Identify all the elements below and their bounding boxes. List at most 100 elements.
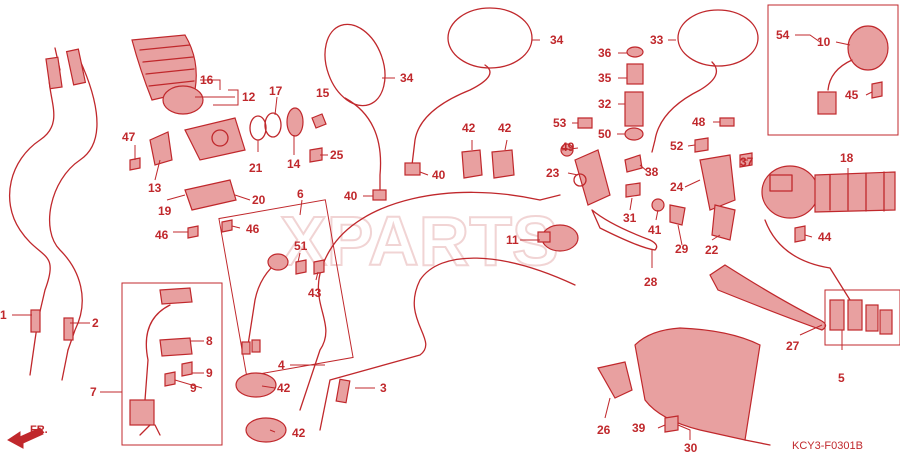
right-switch-housing[interactable]	[761, 165, 819, 219]
callout-26: 26	[597, 423, 611, 437]
screw-38[interactable]	[624, 154, 643, 173]
sleeve-32[interactable]	[624, 91, 644, 127]
callout-6: 6	[297, 187, 304, 201]
callout-30: 30	[684, 441, 698, 455]
box-7	[121, 282, 223, 446]
screw-9b[interactable]	[164, 371, 176, 387]
clutch-lever[interactable]	[591, 209, 658, 251]
left-grip-18[interactable]	[814, 171, 896, 213]
leader-lines	[12, 34, 873, 440]
callout-31: 31	[623, 211, 637, 225]
throttle-housing-lower[interactable]	[184, 179, 237, 211]
callout-7: 7	[90, 385, 97, 399]
callout-14: 14	[287, 157, 301, 171]
mirror-left[interactable]	[314, 16, 395, 201]
bolt-53[interactable]	[577, 117, 593, 129]
box-6	[218, 199, 354, 377]
callout-42c: 42	[277, 381, 291, 395]
nut-50[interactable]	[624, 127, 644, 141]
switch-7-assembly[interactable]	[129, 287, 193, 436]
callout-54: 54	[776, 28, 790, 42]
callout-39: 39	[632, 421, 646, 435]
switch-harness-5[interactable]	[764, 219, 893, 335]
switch-51-assembly[interactable]	[241, 253, 289, 355]
screw-52[interactable]	[694, 137, 709, 153]
cable-guide-13[interactable]	[149, 131, 173, 166]
guard-plate-26[interactable]	[597, 361, 633, 399]
screw-44[interactable]	[794, 225, 806, 243]
callout-52: 52	[670, 139, 684, 153]
screw-47[interactable]	[129, 157, 141, 171]
throttle-cable-1[interactable]	[8, 47, 63, 376]
callout-10: 10	[817, 35, 831, 49]
callout-40b: 40	[344, 189, 358, 203]
callout-44: 44	[818, 230, 832, 244]
throttle-grip[interactable]	[131, 34, 204, 115]
screw-46b[interactable]	[221, 219, 233, 233]
screw-39[interactable]	[664, 415, 679, 433]
callout-27: 27	[786, 339, 800, 353]
mirror-right-top[interactable]	[404, 7, 533, 176]
clamp-42c[interactable]	[235, 372, 277, 398]
mirror-right[interactable]	[651, 9, 759, 153]
collar-17[interactable]	[264, 112, 282, 138]
screw-48[interactable]	[719, 117, 735, 127]
hand-guard[interactable]	[634, 327, 771, 446]
screw-45[interactable]	[871, 81, 883, 99]
screw-46a[interactable]	[187, 225, 199, 239]
holder-8[interactable]	[159, 337, 193, 357]
screw-9a[interactable]	[181, 361, 193, 377]
callout-1: 1	[0, 308, 7, 322]
switch-10[interactable]	[817, 25, 889, 115]
callout-46b: 46	[246, 222, 260, 236]
diagram-code: KCY3-F0301B	[792, 440, 863, 452]
screw-31[interactable]	[625, 182, 641, 198]
callout-32: 32	[598, 97, 612, 111]
brake-lever-holder[interactable]	[699, 154, 736, 211]
washer-41[interactable]	[651, 198, 665, 212]
callout-33: 33	[650, 33, 664, 47]
clutch-cable-3[interactable]	[319, 257, 576, 431]
callout-48: 48	[692, 115, 706, 129]
front-direction-arrow-icon: FR.	[7, 424, 48, 449]
throttle-housing-upper[interactable]	[184, 117, 246, 161]
callout-49: 49	[561, 140, 575, 154]
callout-25: 25	[330, 148, 344, 162]
nut-36[interactable]	[626, 46, 644, 58]
callout-2: 2	[92, 316, 99, 330]
holder-22[interactable]	[711, 204, 736, 241]
watermark: XPARTS	[280, 202, 559, 280]
callout-12: 12	[242, 90, 256, 104]
callout-40a: 40	[432, 168, 446, 182]
band-42b[interactable]	[491, 149, 515, 179]
callout-20: 20	[252, 193, 266, 207]
callout-21: 21	[249, 161, 263, 175]
band-42a[interactable]	[461, 149, 483, 179]
callout-34b: 34	[400, 71, 414, 85]
clip-51[interactable]	[295, 259, 307, 275]
throttle-cable-2[interactable]	[48, 48, 98, 381]
screw-43[interactable]	[313, 259, 325, 275]
callout-9a: 9	[206, 366, 213, 380]
callout-29: 29	[675, 242, 689, 256]
callout-46a: 46	[155, 228, 169, 242]
callout-41: 41	[648, 223, 662, 237]
callout-9b: 9	[190, 381, 197, 395]
clamp-42d[interactable]	[245, 417, 287, 443]
rubber-35[interactable]	[626, 63, 644, 85]
spring-washer-21[interactable]	[249, 115, 267, 141]
callout-42a: 42	[462, 121, 476, 135]
bracket-29[interactable]	[669, 204, 686, 226]
weight-14[interactable]	[286, 107, 304, 137]
callout-42b: 42	[498, 121, 512, 135]
callout-53: 53	[553, 116, 567, 130]
screw-25[interactable]	[309, 147, 323, 163]
clutch-lever-bracket[interactable]	[573, 149, 611, 206]
brake-lever[interactable]	[709, 264, 827, 331]
washer-49[interactable]	[560, 143, 574, 157]
callout-labels: 1 2 3 4 5 6 7 8 9 9 10 11 12 13 14 15 16…	[0, 28, 859, 455]
screw-15[interactable]	[311, 113, 327, 129]
choke-lever[interactable]	[537, 224, 579, 252]
callout-17: 17	[269, 84, 283, 98]
